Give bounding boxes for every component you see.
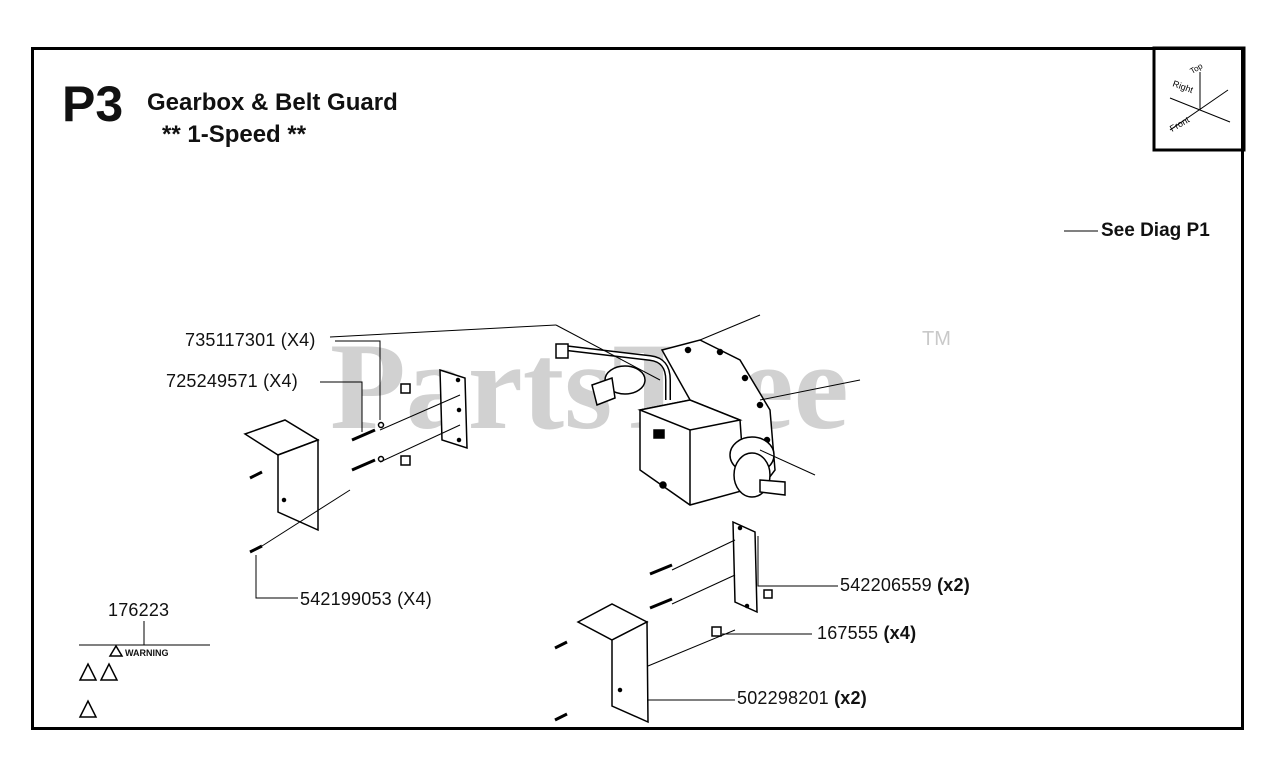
right-label: Right — [1171, 78, 1195, 95]
diagram-id: P3 — [62, 76, 124, 132]
part-label-502298201[interactable]: 502298201 (x2) — [737, 688, 867, 709]
part-number: 176223 — [108, 600, 170, 620]
leader-lines — [79, 230, 1098, 701]
part-qty: (x4) — [883, 623, 917, 643]
part-number: 542206559 — [840, 575, 932, 595]
part-label-725249571[interactable]: 725249571 (X4) — [166, 371, 298, 392]
part-qty: (X4) — [280, 330, 316, 350]
part-qty: (X4) — [263, 371, 298, 391]
part-label-542199053[interactable]: 542199053 (X4) — [300, 589, 432, 610]
page-title: Gearbox & Belt Guard — [147, 89, 398, 116]
part-label-176223[interactable]: 176223 — [108, 600, 169, 621]
diagram-frame — [31, 47, 1244, 730]
part-number: 502298201 — [737, 688, 829, 708]
part-number: 735117301 — [185, 330, 276, 350]
part-qty: (x2) — [834, 688, 867, 708]
part-qty: (X4) — [397, 589, 432, 609]
part-number: 542199053 — [300, 589, 392, 609]
belt-guard-left — [243, 324, 557, 554]
part-label-167555[interactable]: 167555 (x4) — [817, 623, 916, 644]
part-label-735117301[interactable]: 735117301 (X4) — [185, 330, 316, 351]
page-subtitle: ** 1-Speed ** — [162, 121, 307, 148]
gearbox-assembly — [555, 314, 861, 506]
part-label-542206559[interactable]: 542206559 (x2) — [840, 575, 970, 596]
orientation-indicator: Top Right Front — [1152, 46, 1246, 152]
top-label: Top — [1189, 61, 1205, 76]
part-number: 167555 — [817, 623, 879, 643]
see-diagram-link[interactable]: See Diag P1 — [1101, 220, 1210, 241]
part-qty: (x2) — [937, 575, 970, 595]
part-number: 725249571 — [166, 371, 258, 391]
warning-decal — [78, 644, 124, 718]
belt-guard-right — [554, 520, 773, 724]
warning-decal-text: WARNING — [125, 648, 169, 658]
watermark-tm: TM — [922, 328, 951, 350]
